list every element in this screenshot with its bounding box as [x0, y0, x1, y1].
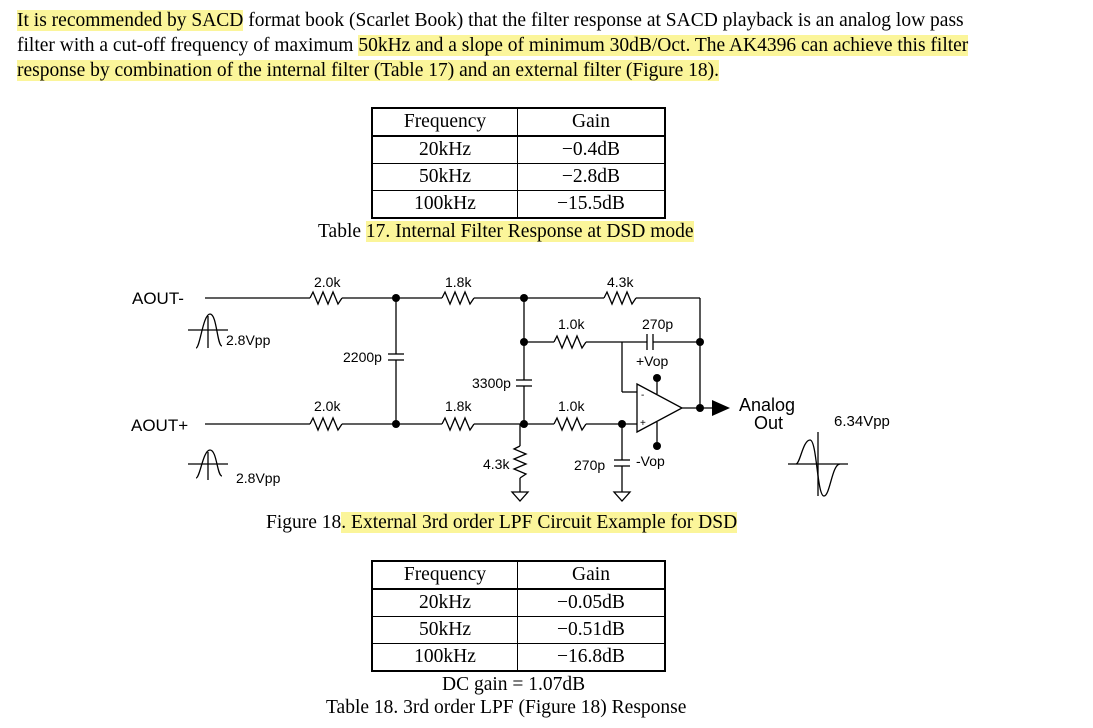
highlight: and an external filter (Figure 18).	[454, 60, 720, 81]
table-cell: 100kHz	[371, 643, 518, 672]
highlight: response by combination of the internal …	[17, 60, 374, 81]
text-run: Table	[318, 221, 366, 242]
supply-positive: +Vop	[636, 353, 669, 369]
resistor-label: 1.0k	[558, 398, 585, 414]
table-row: 100kHz −16.8dB	[371, 643, 666, 672]
figure-18-caption: Figure 18. External 3rd order LPF Circui…	[266, 512, 738, 534]
intro-line-2: filter with a cut-off frequency of maxim…	[17, 33, 1077, 58]
opamp-minus-input: -	[641, 390, 644, 401]
resistor-label: 2.0k	[314, 274, 341, 290]
capacitor-label: 270p	[642, 316, 673, 332]
analog-out-label: Out	[754, 413, 783, 433]
table-cell: −15.5dB	[517, 190, 666, 219]
text-run: filter with a cut-off frequency of maxim…	[17, 35, 359, 56]
table-cell: −0.05dB	[517, 588, 666, 617]
aout-plus-label: AOUT+	[131, 416, 188, 435]
capacitor-label: 3300p	[472, 375, 511, 391]
highlight: 50kHz and a slope	[358, 35, 503, 56]
table-row: 100kHz −15.5dB	[371, 190, 666, 219]
capacitor-label: 2200p	[343, 349, 382, 365]
vpp-input-top: 2.8Vpp	[226, 332, 271, 348]
highlight: 17. Internal Filter Response at DSD mode	[365, 221, 694, 242]
intro-paragraph: It is recommended by SACD format book (S…	[17, 8, 1077, 83]
table-cell: −0.4dB	[517, 135, 666, 164]
resistor-label: 1.8k	[445, 274, 472, 290]
text-run: format book (Scarlet Book) that the filt…	[243, 10, 964, 31]
table-row: 20kHz −0.05dB	[371, 588, 666, 617]
intro-line-3: response by combination of the internal …	[17, 58, 1077, 83]
highlight: It is recommended by SACD	[17, 10, 244, 31]
table-header: Frequency	[371, 107, 518, 137]
table-cell: −0.51dB	[517, 616, 666, 644]
table-cell: 20kHz	[371, 135, 518, 164]
table-row: 50kHz −2.8dB	[371, 163, 666, 191]
highlight: of minimum 30dB/Oct. The AK4396 can achi…	[502, 35, 969, 56]
table-cell: −16.8dB	[517, 643, 666, 672]
dc-gain-note: DC gain = 1.07dB	[442, 674, 586, 695]
analog-out-label: Analog	[739, 395, 795, 415]
vpp-input-bottom: 2.8Vpp	[236, 470, 281, 486]
aout-minus-label: AOUT-	[132, 289, 184, 308]
highlight: . External 3rd order LPF Circuit Example…	[341, 512, 738, 533]
table-cell: 50kHz	[371, 163, 518, 191]
table-header: Gain	[517, 107, 666, 137]
table-18: Frequency Gain 20kHz −0.05dB 50kHz −0.51…	[371, 560, 666, 672]
resistor-label: 1.8k	[445, 398, 472, 414]
table-header: Frequency	[371, 560, 518, 590]
capacitor-label: 270p	[574, 457, 605, 473]
table-18-caption: Table 18. 3rd order LPF (Figure 18) Resp…	[326, 697, 687, 718]
table-header: Gain	[517, 560, 666, 590]
vpp-output: 6.34Vpp	[834, 413, 890, 430]
table-cell: 20kHz	[371, 588, 518, 617]
resistor-label: 1.0k	[558, 316, 585, 332]
opamp-plus-input: +	[640, 418, 646, 429]
table-row: 20kHz −0.4dB	[371, 135, 666, 164]
resistor-label: 4.3k	[607, 274, 634, 290]
table-cell: −2.8dB	[517, 163, 666, 191]
supply-negative: -Vop	[636, 453, 665, 469]
table-cell: 100kHz	[371, 190, 518, 219]
resistor-label: 2.0k	[314, 398, 341, 414]
resistor-label: 4.3k	[483, 456, 510, 472]
highlight: (Table 17)	[373, 60, 455, 81]
intro-line-1: It is recommended by SACD format book (S…	[17, 8, 1077, 33]
table-row: 50kHz −0.51dB	[371, 616, 666, 644]
table-cell: 50kHz	[371, 616, 518, 644]
table-17: Frequency Gain 20kHz −0.4dB 50kHz −2.8dB…	[371, 107, 666, 219]
table-17-caption: Table 17. Internal Filter Response at DS…	[318, 221, 694, 243]
text-run: Figure 18	[266, 512, 342, 533]
